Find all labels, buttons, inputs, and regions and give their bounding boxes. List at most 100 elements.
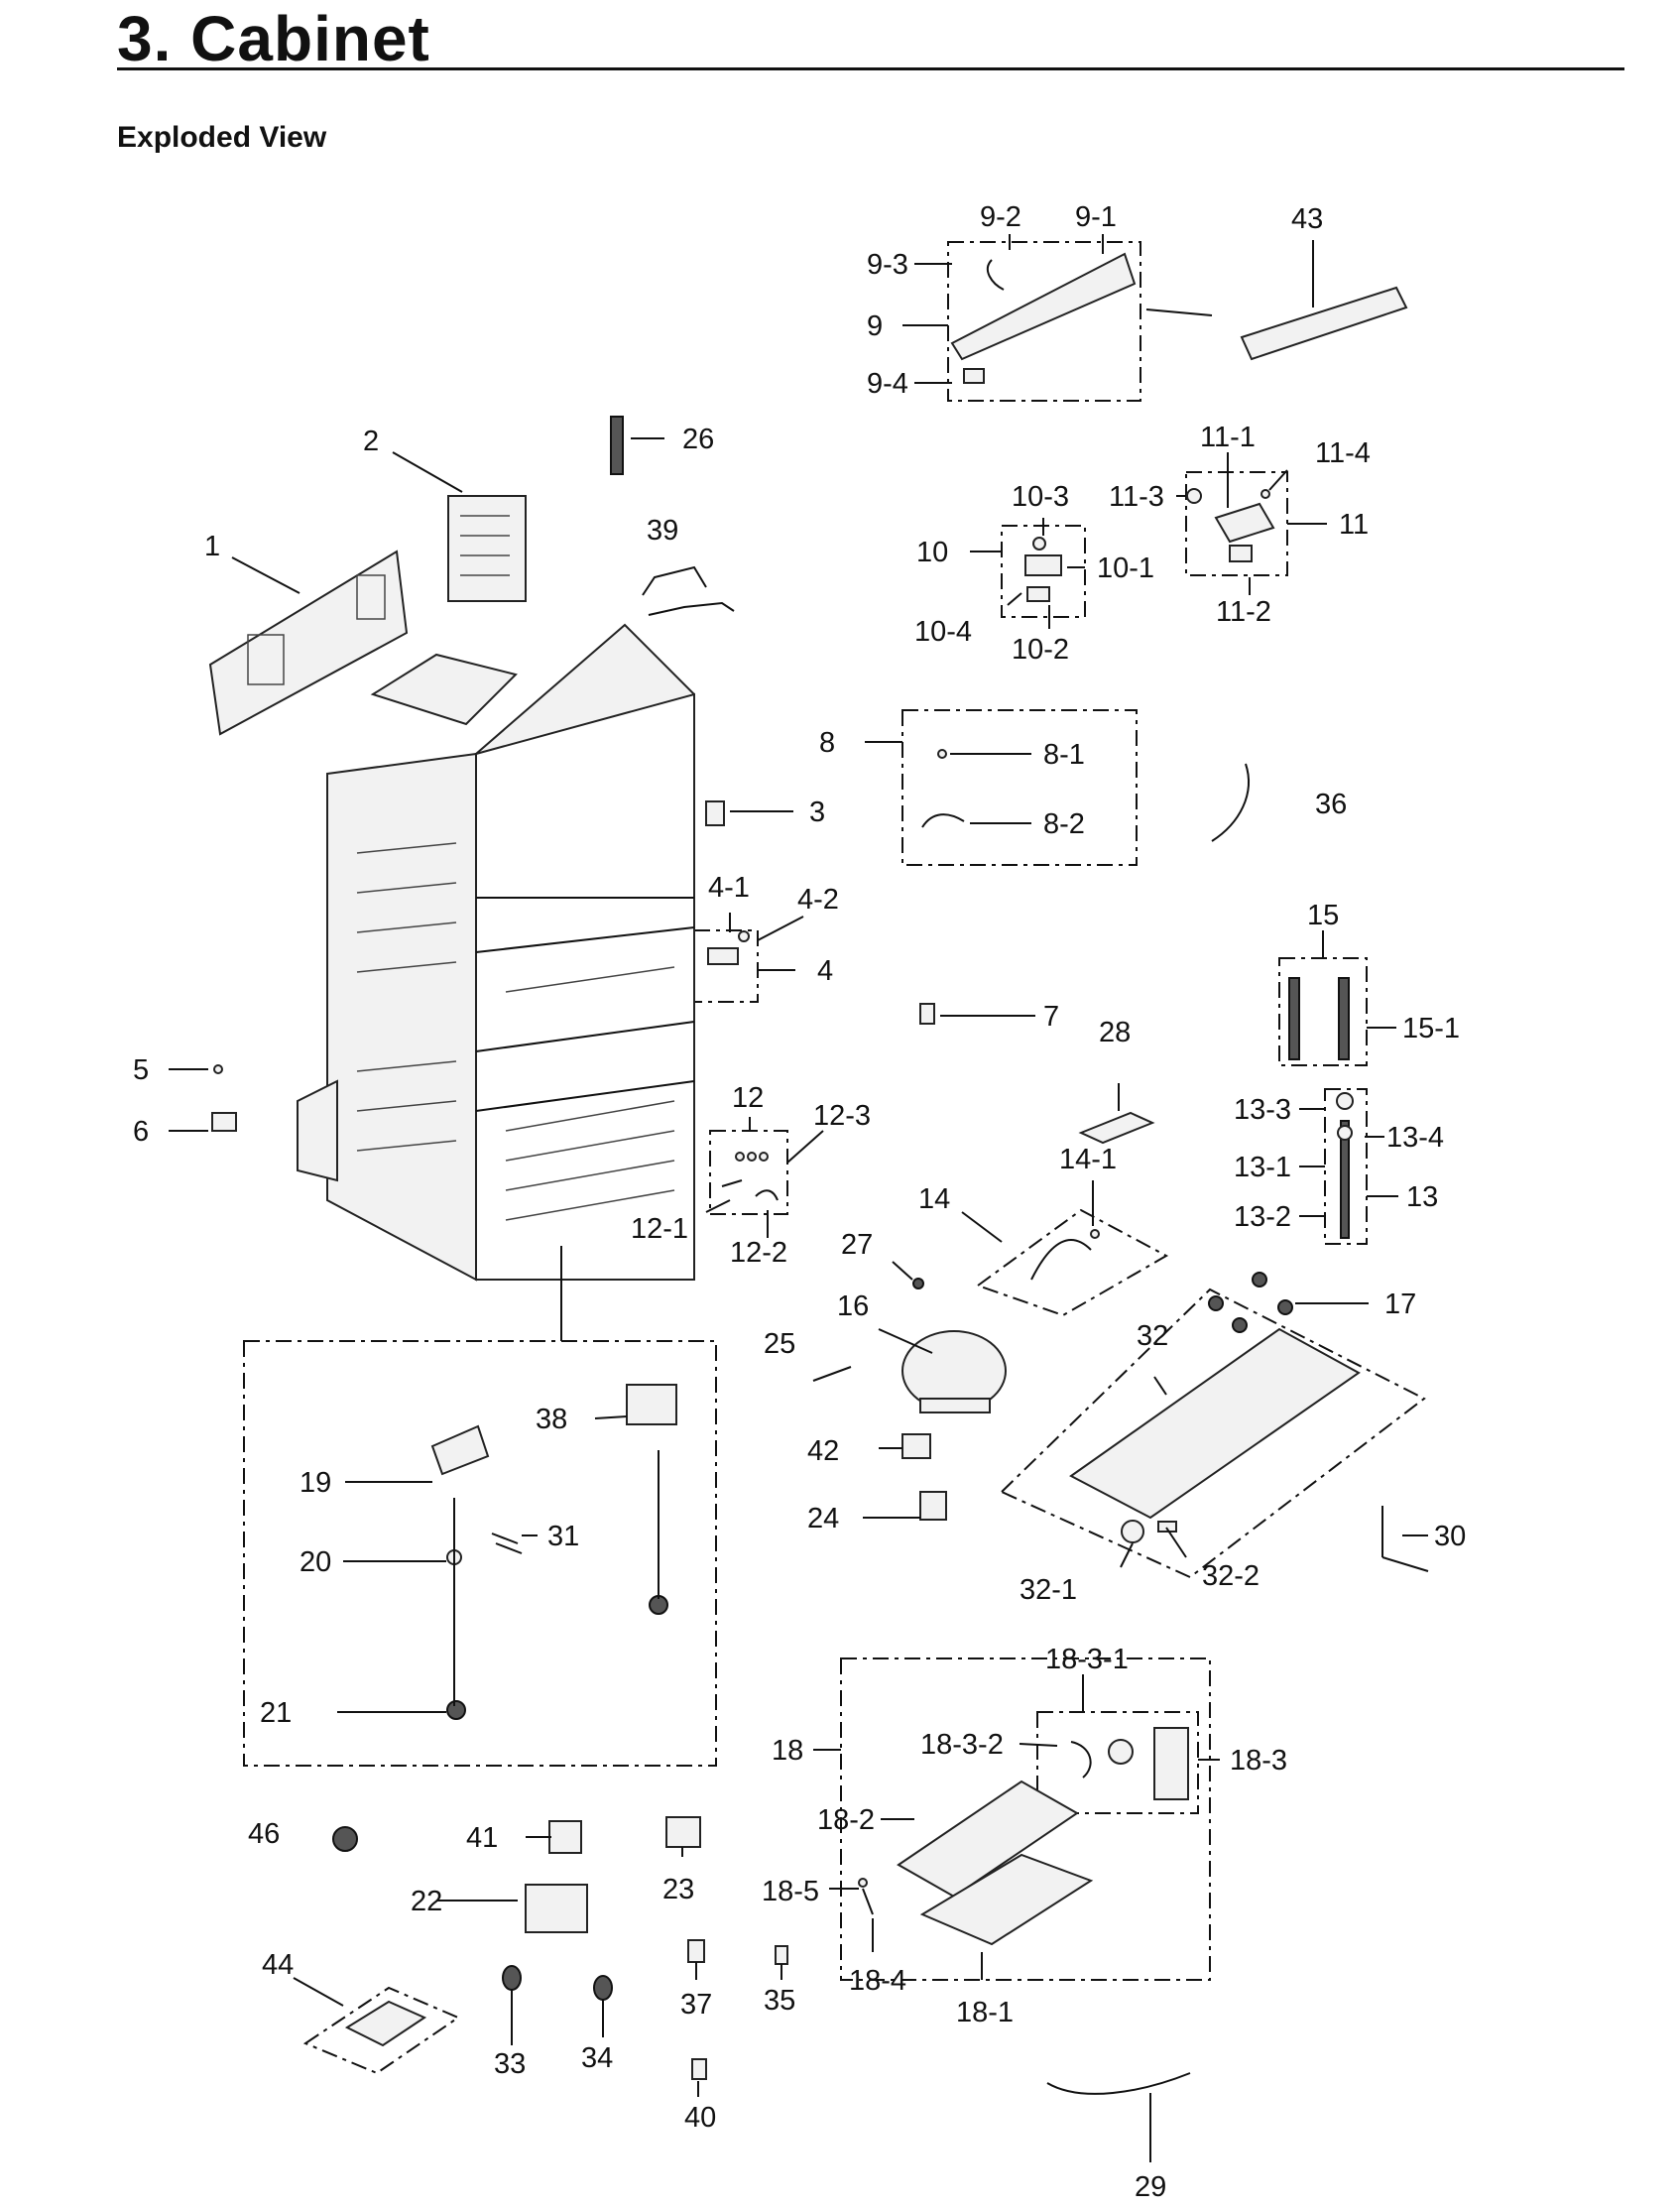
callout-38: 38 [536,1404,567,1435]
fitting-part-6 [211,1112,237,1132]
callout-15: 15 [1307,900,1339,931]
callout-11-4: 11-4 [1315,437,1371,469]
back-cover-part-1 [208,550,409,736]
callout-28: 28 [1099,1017,1131,1048]
callout-11-2: 11-2 [1216,596,1271,628]
callout-13: 13 [1406,1181,1438,1213]
callout-9: 9 [867,310,883,342]
parts-18-4-18-5 [858,1878,874,1915]
cover-part-9 [950,252,1137,384]
callout-33: 33 [494,2048,526,2080]
drain-parts [430,1246,677,1720]
part-33 [502,1965,522,1991]
callout-41: 41 [466,1822,498,1854]
page-title: 3. Cabinet [117,3,430,74]
callout-32-1: 32-1 [1020,1574,1077,1606]
callout-40: 40 [684,2102,716,2134]
callout-18: 18 [772,1735,803,1767]
plug-part-3 [705,800,725,826]
bolt-part-13 [1336,1092,1354,1239]
group-box-13 [1324,1088,1368,1245]
callout-12-2: 12-2 [730,1237,787,1269]
callout-1: 1 [204,531,220,562]
part-37 [687,1939,705,1963]
part-40 [691,2058,707,2080]
callout-9-4: 9-4 [867,368,908,400]
relay-part-42 [901,1433,931,1459]
callout-24: 24 [807,1503,839,1534]
section-subtitle: Exploded View [117,121,327,154]
callout-12: 12 [732,1082,764,1114]
wire-part-29 [1046,2072,1191,2095]
group-box-4 [693,929,759,1003]
callout-9-1: 9-1 [1075,201,1117,233]
pipe-part-25 [812,1366,852,1382]
callout-44: 44 [262,1949,294,1981]
callout-30: 30 [1434,1521,1466,1552]
group-box-18-3 [1036,1711,1199,1814]
callout-32-2: 32-2 [1202,1560,1260,1592]
callout-10-3: 10-3 [1012,481,1069,513]
wire-part-14 [1030,1229,1100,1281]
pcb-part-22 [525,1884,588,1933]
label-plate-part-2 [447,495,527,602]
clip-part-28 [1078,1111,1155,1145]
cabinet-body [297,623,695,1282]
callout-34: 34 [581,2042,613,2074]
callout-11-1: 11-1 [1200,422,1256,453]
callout-9-2: 9-2 [980,201,1021,233]
callout-18-2: 18-2 [817,1804,875,1836]
hinge-part-10 [1024,537,1062,602]
callout-42: 42 [807,1435,839,1467]
title-rule [117,67,1624,70]
callout-18-3: 18-3 [1230,1745,1287,1777]
connector-part-7 [919,1003,935,1025]
leader-lines [169,234,1428,2162]
callout-18-3-1: 18-3-1 [1045,1644,1129,1675]
part-35 [775,1945,788,1965]
callout-4-2: 4-2 [797,884,839,916]
pipe-part-30 [1381,1506,1429,1572]
callout-13-2: 13-2 [1234,1201,1291,1233]
callout-16: 16 [837,1290,869,1322]
cord-part-36 [1211,763,1250,842]
screw-part-8-1 [937,749,947,759]
callout-39: 39 [647,515,678,547]
overload-part-24 [919,1491,947,1521]
parts-12 [721,1152,779,1201]
cap-part-5 [213,1064,223,1074]
callout-18-1: 18-1 [956,1997,1014,2028]
callout-10-1: 10-1 [1097,552,1154,584]
group-box-14 [975,1208,1169,1317]
callout-8-1: 8-1 [1043,739,1085,771]
hinge-part-11 [1186,488,1275,562]
callout-19: 19 [300,1467,331,1499]
fan-assembly-part-18 [897,1727,1189,1946]
callout-21: 21 [260,1697,292,1729]
wire-part-8-2 [921,813,965,828]
callout-10: 10 [916,537,948,568]
callout-20: 20 [300,1546,331,1578]
callout-12-3: 12-3 [813,1100,871,1132]
callout-14-1: 14-1 [1059,1144,1117,1175]
rubber-parts-17 [1208,1272,1293,1333]
callout-10-4: 10-4 [914,616,972,648]
screw-part-27 [912,1278,924,1289]
callout-36: 36 [1315,789,1347,820]
pcb-part-23 [665,1816,701,1848]
callout-26: 26 [682,424,714,455]
callout-29: 29 [1135,2171,1166,2203]
hinge-part-4 [707,930,750,965]
callout-8: 8 [819,727,835,759]
callout-13-1: 13-1 [1234,1152,1291,1183]
part-46 [332,1826,358,1852]
callout-18-5: 18-5 [762,1876,819,1907]
bracket-part-39 [642,565,735,616]
pcb-part-41 [548,1820,582,1854]
arrow-9-to-43 [1145,308,1213,316]
leveling-part-15 [1288,977,1350,1060]
callout-15-1: 15-1 [1402,1013,1460,1044]
callout-17: 17 [1384,1289,1416,1320]
callout-11-3: 11-3 [1109,481,1164,513]
callout-23: 23 [662,1874,694,1905]
